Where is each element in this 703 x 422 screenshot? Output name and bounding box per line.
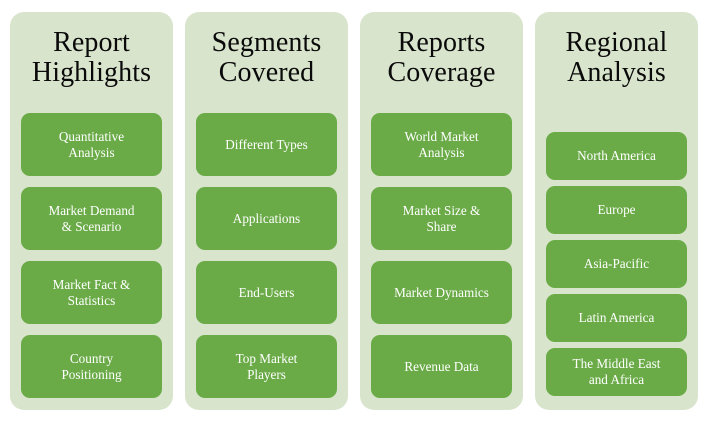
card-end-users[interactable]: End-Users (196, 261, 337, 324)
card-market-demand-scenario[interactable]: Market Demand & Scenario (21, 187, 162, 250)
card-top-market-players[interactable]: Top Market Players (196, 335, 337, 398)
card-market-size-share[interactable]: Market Size & Share (371, 187, 512, 250)
card-list-report-highlights: Quantitative Analysis Market Demand & Sc… (21, 113, 162, 398)
panel-title-reports-coverage: Reports Coverage (387, 27, 496, 89)
panel-reports-coverage: Reports Coverage World Market Analysis M… (360, 12, 523, 410)
card-asia-pacific[interactable]: Asia-Pacific (546, 240, 687, 288)
card-list-segments-covered: Different Types Applications End-Users T… (196, 113, 337, 398)
card-list-regional-analysis: North America Europe Asia-Pacific Latin … (546, 132, 687, 398)
panel-regional-analysis: Regional Analysis North America Europe A… (535, 12, 698, 410)
card-quantitative-analysis[interactable]: Quantitative Analysis (21, 113, 162, 176)
card-country-positioning[interactable]: Country Positioning (21, 335, 162, 398)
card-list-reports-coverage: World Market Analysis Market Size & Shar… (371, 113, 512, 398)
panel-title-report-highlights: Report Highlights (31, 27, 152, 89)
panel-title-segments-covered: Segments Covered (211, 27, 322, 89)
panel-title-regional-analysis: Regional Analysis (565, 27, 668, 89)
card-market-fact-statistics[interactable]: Market Fact & Statistics (21, 261, 162, 324)
card-latin-america[interactable]: Latin America (546, 294, 687, 342)
card-europe[interactable]: Europe (546, 186, 687, 234)
panel-segments-covered: Segments Covered Different Types Applica… (185, 12, 348, 410)
panel-report-highlights: Report Highlights Quantitative Analysis … (10, 12, 173, 410)
card-applications[interactable]: Applications (196, 187, 337, 250)
card-world-market-analysis[interactable]: World Market Analysis (371, 113, 512, 176)
card-revenue-data[interactable]: Revenue Data (371, 335, 512, 398)
card-north-america[interactable]: North America (546, 132, 687, 180)
card-market-dynamics[interactable]: Market Dynamics (371, 261, 512, 324)
card-different-types[interactable]: Different Types (196, 113, 337, 176)
card-middle-east-africa[interactable]: The Middle East and Africa (546, 348, 687, 396)
